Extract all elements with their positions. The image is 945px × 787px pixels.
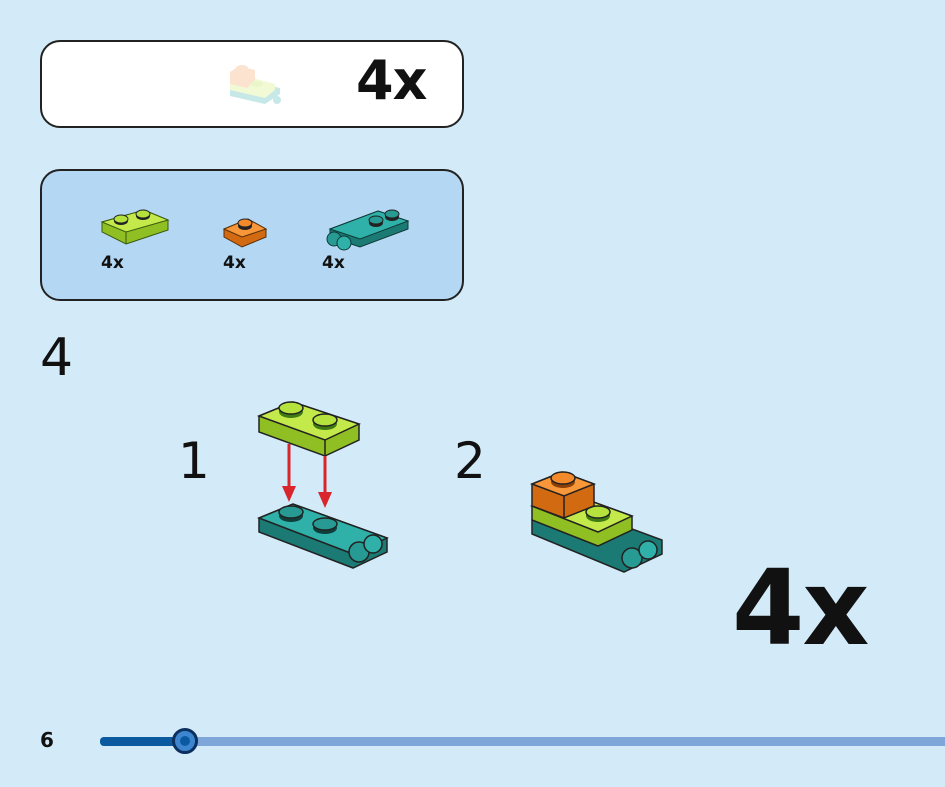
progress-marker <box>172 728 198 754</box>
substep-1-illustration <box>256 401 389 569</box>
progress-fill <box>100 737 185 746</box>
lime-plate-icon <box>100 209 170 245</box>
arrow-down-icon <box>282 444 332 508</box>
substep-1-number: 1 <box>178 432 210 490</box>
assembly-preview-icon <box>230 65 281 104</box>
page-number: 6 <box>40 728 54 752</box>
teal-plate-quantity: 4x <box>322 253 345 273</box>
parts-list-panel: 4x 4x 4x <box>40 169 464 301</box>
teal-handle-plate-icon <box>326 209 410 251</box>
result-panel: 4x <box>40 40 464 128</box>
orange-plate-quantity: 4x <box>223 253 246 273</box>
result-quantity: 4x <box>356 49 427 112</box>
orange-plate-icon <box>222 218 268 248</box>
lime-plate-quantity: 4x <box>101 253 124 273</box>
repeat-count: 4x <box>732 547 869 669</box>
substep-2-illustration <box>529 471 663 573</box>
substep-2-number: 2 <box>454 432 486 490</box>
step-number: 4 <box>40 328 74 388</box>
progress-track <box>100 737 945 746</box>
